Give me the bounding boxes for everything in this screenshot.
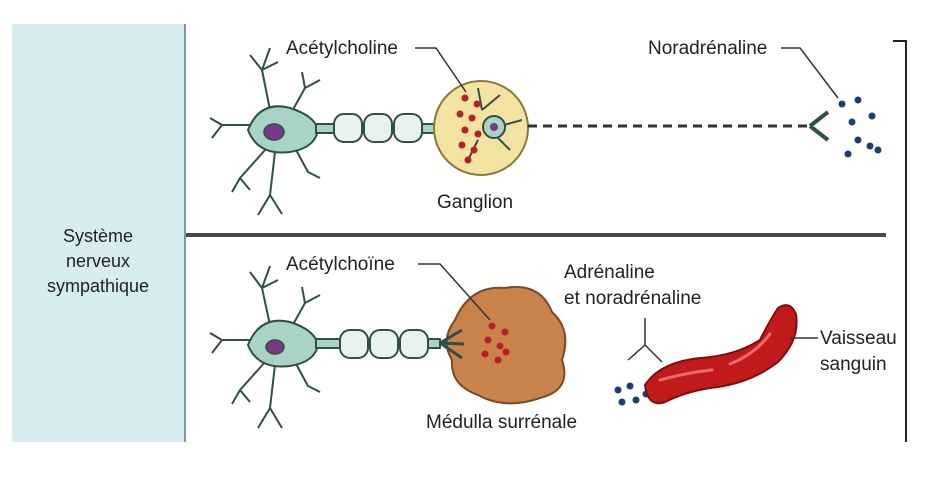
sidebar-panel: Système nerveux sympathique [12, 24, 186, 442]
bottom-acetylcholine-vesicles [481, 322, 510, 364]
bottom-acetylcholine-label: Acétylchoïne [286, 254, 395, 275]
top-terminal-fork [808, 110, 830, 142]
ganglion-label: Ganglion [437, 192, 514, 213]
vessel-label-line-1: Vaisseau [820, 328, 897, 349]
bottom-acetylcholine-leader [418, 263, 491, 321]
system-label: Système nerveux sympathique [12, 224, 184, 299]
blood-vessel-highlight [658, 332, 772, 382]
bottom-myelin-sheath [339, 329, 429, 359]
right-bracket [893, 40, 907, 442]
top-nucleus [263, 123, 285, 141]
top-acetylcholine-vesicles [456, 94, 482, 164]
adrenal-medulla [445, 286, 567, 405]
system-label-line-3: sympathique [46, 276, 150, 296]
top-acetylcholine-label: Acétylcholine [286, 38, 398, 59]
ganglion [433, 80, 529, 176]
top-acetylcholine-leader [415, 47, 467, 93]
noradrenaline-label: Noradrénaline [648, 38, 768, 59]
adrenaline-fork [627, 318, 663, 363]
system-label-line-2: nerveux [65, 251, 131, 271]
vessel-label-line-2: sanguin [820, 354, 887, 375]
adrenaline-label-line-1: Adrénaline [564, 262, 655, 283]
bottom-axon-terminals [439, 328, 465, 360]
ganglion-nucleus [490, 123, 498, 131]
adrenaline-label-line-2: et noradrénaline [564, 288, 702, 309]
top-myelin-sheath [333, 113, 423, 143]
panel-divider [186, 233, 886, 237]
blood-vessel [643, 304, 798, 405]
system-label-line-1: Système [62, 226, 134, 246]
bottom-nucleus [265, 339, 285, 355]
top-noradrenaline-leader [781, 47, 839, 99]
top-noradrenaline-vesicles [838, 96, 882, 158]
medulla-label: Médulla surrénale [426, 412, 578, 433]
